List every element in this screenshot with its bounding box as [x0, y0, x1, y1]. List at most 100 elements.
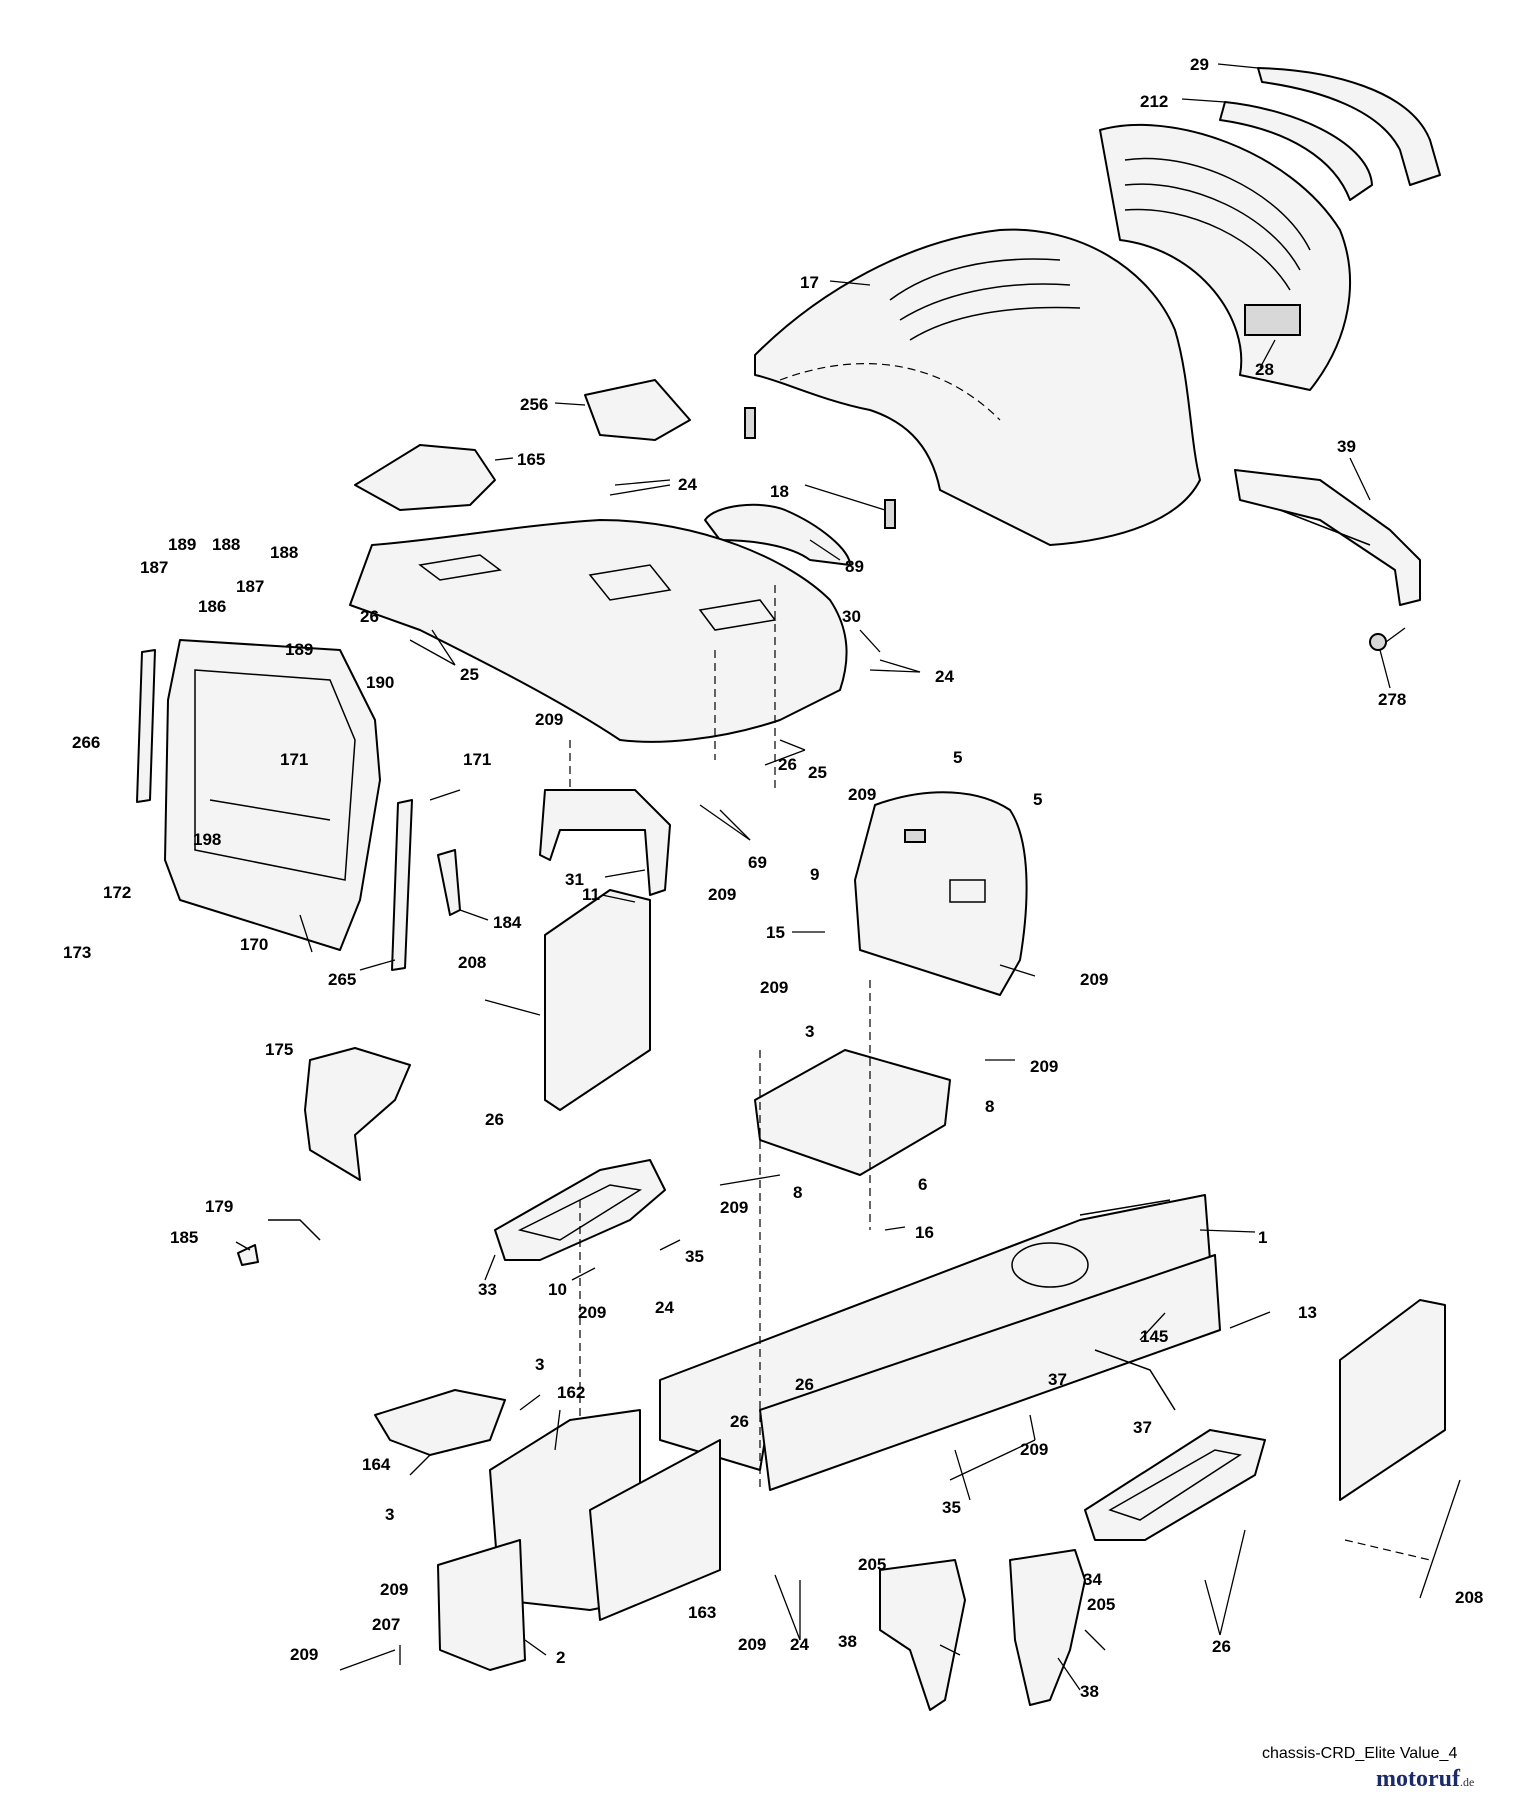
label-p145: 145 — [1140, 1327, 1168, 1346]
label-p25a: 25 — [460, 665, 479, 684]
label-p209k: 209 — [290, 1645, 318, 1664]
label-p163: 163 — [688, 1603, 716, 1622]
label-p209c: 209 — [708, 885, 736, 904]
label-p34: 34 — [1083, 1570, 1102, 1589]
label-p24d: 24 — [790, 1635, 809, 1654]
label-p11: 11 — [582, 885, 600, 904]
brand-logo[interactable]: motoruf.de — [1376, 1766, 1474, 1793]
label-p35b: 35 — [942, 1498, 961, 1517]
label-p24c: 24 — [655, 1298, 674, 1317]
label-p30: 30 — [842, 607, 861, 626]
label-p1: 1 — [1258, 1228, 1267, 1247]
side-plate-11 — [544, 889, 651, 1111]
label-p256: 256 — [520, 395, 548, 414]
label-p26f: 26 — [1212, 1637, 1231, 1656]
bracket-39 — [1234, 469, 1421, 606]
label-p2: 2 — [556, 1648, 565, 1667]
label-p179: 179 — [205, 1197, 233, 1216]
label-p165: 165 — [517, 450, 545, 469]
label-p37a: 37 — [1048, 1370, 1067, 1389]
label-p184: 184 — [493, 913, 522, 932]
label-p162: 162 — [557, 1383, 585, 1402]
label-p170: 170 — [240, 935, 268, 954]
hood-17 — [744, 228, 1201, 546]
label-p8b: 8 — [793, 1183, 802, 1202]
label-p10: 10 — [548, 1280, 567, 1299]
label-p24b: 24 — [935, 667, 954, 686]
label-p209f: 209 — [1030, 1057, 1058, 1076]
label-p173: 173 — [63, 943, 91, 962]
label-p188b: 188 — [270, 543, 298, 562]
label-p38b: 38 — [1080, 1682, 1099, 1701]
part-184 — [437, 849, 461, 916]
brand-suffix: .de — [1459, 1775, 1475, 1789]
bracket-38-right — [1009, 1549, 1086, 1706]
label-p198: 198 — [193, 830, 221, 849]
label-p69: 69 — [748, 853, 767, 872]
diagram-caption: chassis-CRD_Elite Value_4 — [1262, 1745, 1458, 1762]
label-p15: 15 — [766, 923, 785, 942]
clip-185 — [237, 1244, 259, 1266]
label-p205a: 205 — [858, 1555, 886, 1574]
label-p3b: 3 — [535, 1355, 544, 1374]
front-grille-28 — [1099, 123, 1351, 391]
label-p208a: 208 — [458, 953, 486, 972]
label-p35a: 35 — [685, 1247, 704, 1266]
part-89 — [704, 503, 851, 566]
label-p16: 16 — [915, 1223, 934, 1242]
label-p209g: 209 — [720, 1198, 748, 1217]
label-p190: 190 — [366, 673, 394, 692]
label-p26d: 26 — [795, 1375, 814, 1394]
brand-name: motoruf — [1376, 1766, 1460, 1792]
label-p209b: 209 — [848, 785, 876, 804]
label-p18: 18 — [770, 482, 789, 501]
label-p171a: 171 — [280, 750, 308, 769]
label-p207: 207 — [372, 1615, 400, 1634]
trim-strip-29 — [1257, 67, 1441, 186]
label-p209a: 209 — [535, 710, 563, 729]
strip-266 — [136, 649, 156, 803]
label-p172: 172 — [103, 883, 131, 902]
label-p26b: 26 — [778, 755, 797, 774]
rod-145 — [1094, 1349, 1176, 1411]
fender-30 — [349, 519, 848, 743]
label-p26e: 26 — [730, 1412, 749, 1431]
label-p209h: 209 — [578, 1303, 606, 1322]
label-p187b: 187 — [236, 577, 264, 596]
cover-256 — [584, 379, 691, 441]
label-p209e: 209 — [760, 978, 788, 997]
label-p209l: 209 — [738, 1635, 766, 1654]
strip-265 — [391, 799, 413, 971]
label-p266: 266 — [72, 733, 100, 752]
label-p171b: 171 — [463, 750, 491, 769]
bracket-31 — [539, 789, 671, 896]
trim-212 — [1219, 101, 1373, 201]
label-p89: 89 — [845, 557, 864, 576]
label-p209j: 209 — [380, 1580, 408, 1599]
label-p3c: 3 — [385, 1505, 394, 1524]
footrest-34 — [1084, 1429, 1266, 1541]
label-p164: 164 — [362, 1455, 391, 1474]
label-p24a: 24 — [678, 475, 697, 494]
bolt-278 — [1369, 627, 1406, 651]
label-p6: 6 — [918, 1175, 927, 1194]
bracket-164 — [374, 1389, 506, 1456]
label-p3a: 3 — [805, 1022, 814, 1041]
label-p5b: 5 — [1033, 790, 1042, 809]
label-p26a: 26 — [360, 607, 379, 626]
label-p5a: 5 — [953, 748, 962, 767]
label-p278: 278 — [1378, 690, 1406, 709]
bracket-38-left — [879, 1559, 966, 1711]
part-labels: 29 212 17 28 256 165 24 18 89 39 278 189… — [63, 55, 1483, 1701]
label-p8a: 8 — [985, 1097, 994, 1116]
assembly-lines — [569, 585, 1431, 1561]
rod-179 — [268, 1219, 321, 1241]
shield-175 — [304, 1047, 411, 1181]
panel-165 — [354, 444, 496, 511]
leader-lines — [235, 63, 1461, 1691]
label-p209d: 209 — [1080, 970, 1108, 989]
label-p38a: 38 — [838, 1632, 857, 1651]
label-p13: 13 — [1298, 1303, 1317, 1322]
bracket-2 — [437, 1539, 526, 1671]
dash-panel-9 — [854, 791, 1028, 996]
